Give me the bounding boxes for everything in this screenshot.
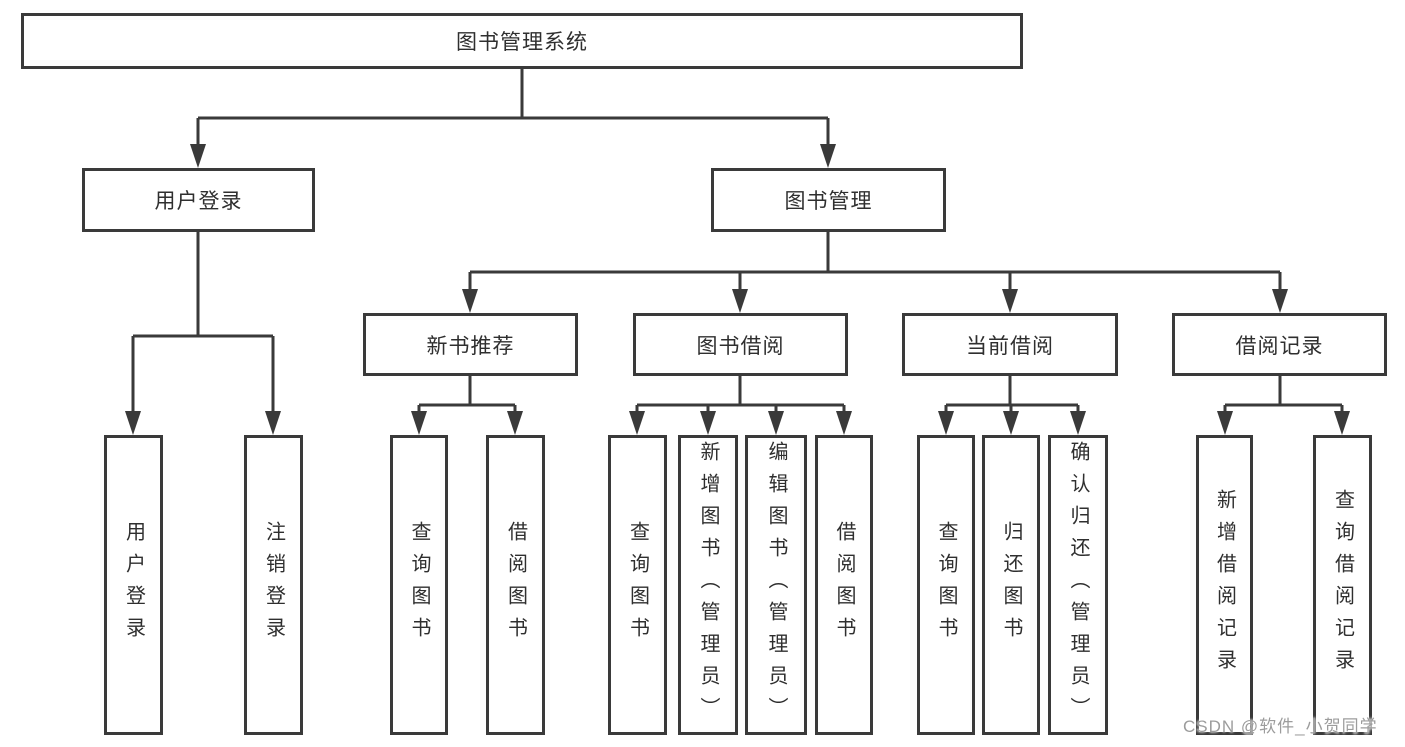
leaf-label: 新增图书（管理员） [697,441,719,729]
leaf-logout: 注销登录 [244,435,303,735]
leaf-label: 用户登录 [122,521,145,649]
leaf-label: 查询借阅记录 [1331,489,1354,681]
node-book-borrowing: 图书借阅 [633,313,848,376]
leaf-query-books-borrow: 查询图书 [608,435,667,735]
leaf-borrow-books: 借阅图书 [815,435,873,735]
node-new-book-recommendation: 新书推荐 [363,313,578,376]
leaf-label: 查询图书 [935,521,957,649]
leaf-query-books-current: 查询图书 [917,435,975,735]
leaf-return-books: 归还图书 [982,435,1040,735]
leaf-add-book-admin: 新增图书（管理员） [678,435,738,735]
leaf-query-books-recommend: 查询图书 [390,435,448,735]
node-label: 新书推荐 [426,334,515,358]
leaf-label: 查询图书 [408,521,430,649]
node-borrowing-records: 借阅记录 [1172,313,1387,376]
csdn-watermark: CSDN @软件_小贺同学 [1183,717,1378,736]
node-label: 图书管理系统 [456,31,588,54]
leaf-label: 归还图书 [1000,521,1022,649]
leaf-edit-book-admin: 编辑图书（管理员） [745,435,807,735]
node-label: 图书管理 [784,190,873,213]
leaf-user-login: 用户登录 [104,435,163,735]
leaf-label: 借阅图书 [504,521,527,649]
leaf-label: 新增借阅记录 [1213,489,1236,681]
node-label: 当前借阅 [966,334,1054,358]
leaf-query-borrow-record: 查询借阅记录 [1313,435,1372,735]
leaf-label: 注销登录 [262,521,285,649]
leaf-label: 确认归还（管理员） [1067,441,1089,729]
leaf-confirm-return-admin: 确认归还（管理员） [1048,435,1108,735]
leaf-borrow-books-recommend: 借阅图书 [486,435,545,735]
leaf-label: 查询图书 [626,521,649,649]
leaf-add-borrow-record: 新增借阅记录 [1196,435,1253,735]
node-user-login: 用户登录 [82,168,315,232]
leaf-label: 编辑图书（管理员） [765,441,787,729]
node-library-management-system: 图书管理系统 [21,13,1023,69]
node-label: 用户登录 [154,190,243,213]
node-label: 借阅记录 [1235,334,1324,358]
node-label: 图书借阅 [696,334,785,358]
node-current-borrowing: 当前借阅 [902,313,1118,376]
node-book-management: 图书管理 [711,168,946,232]
leaf-label: 借阅图书 [833,521,855,649]
